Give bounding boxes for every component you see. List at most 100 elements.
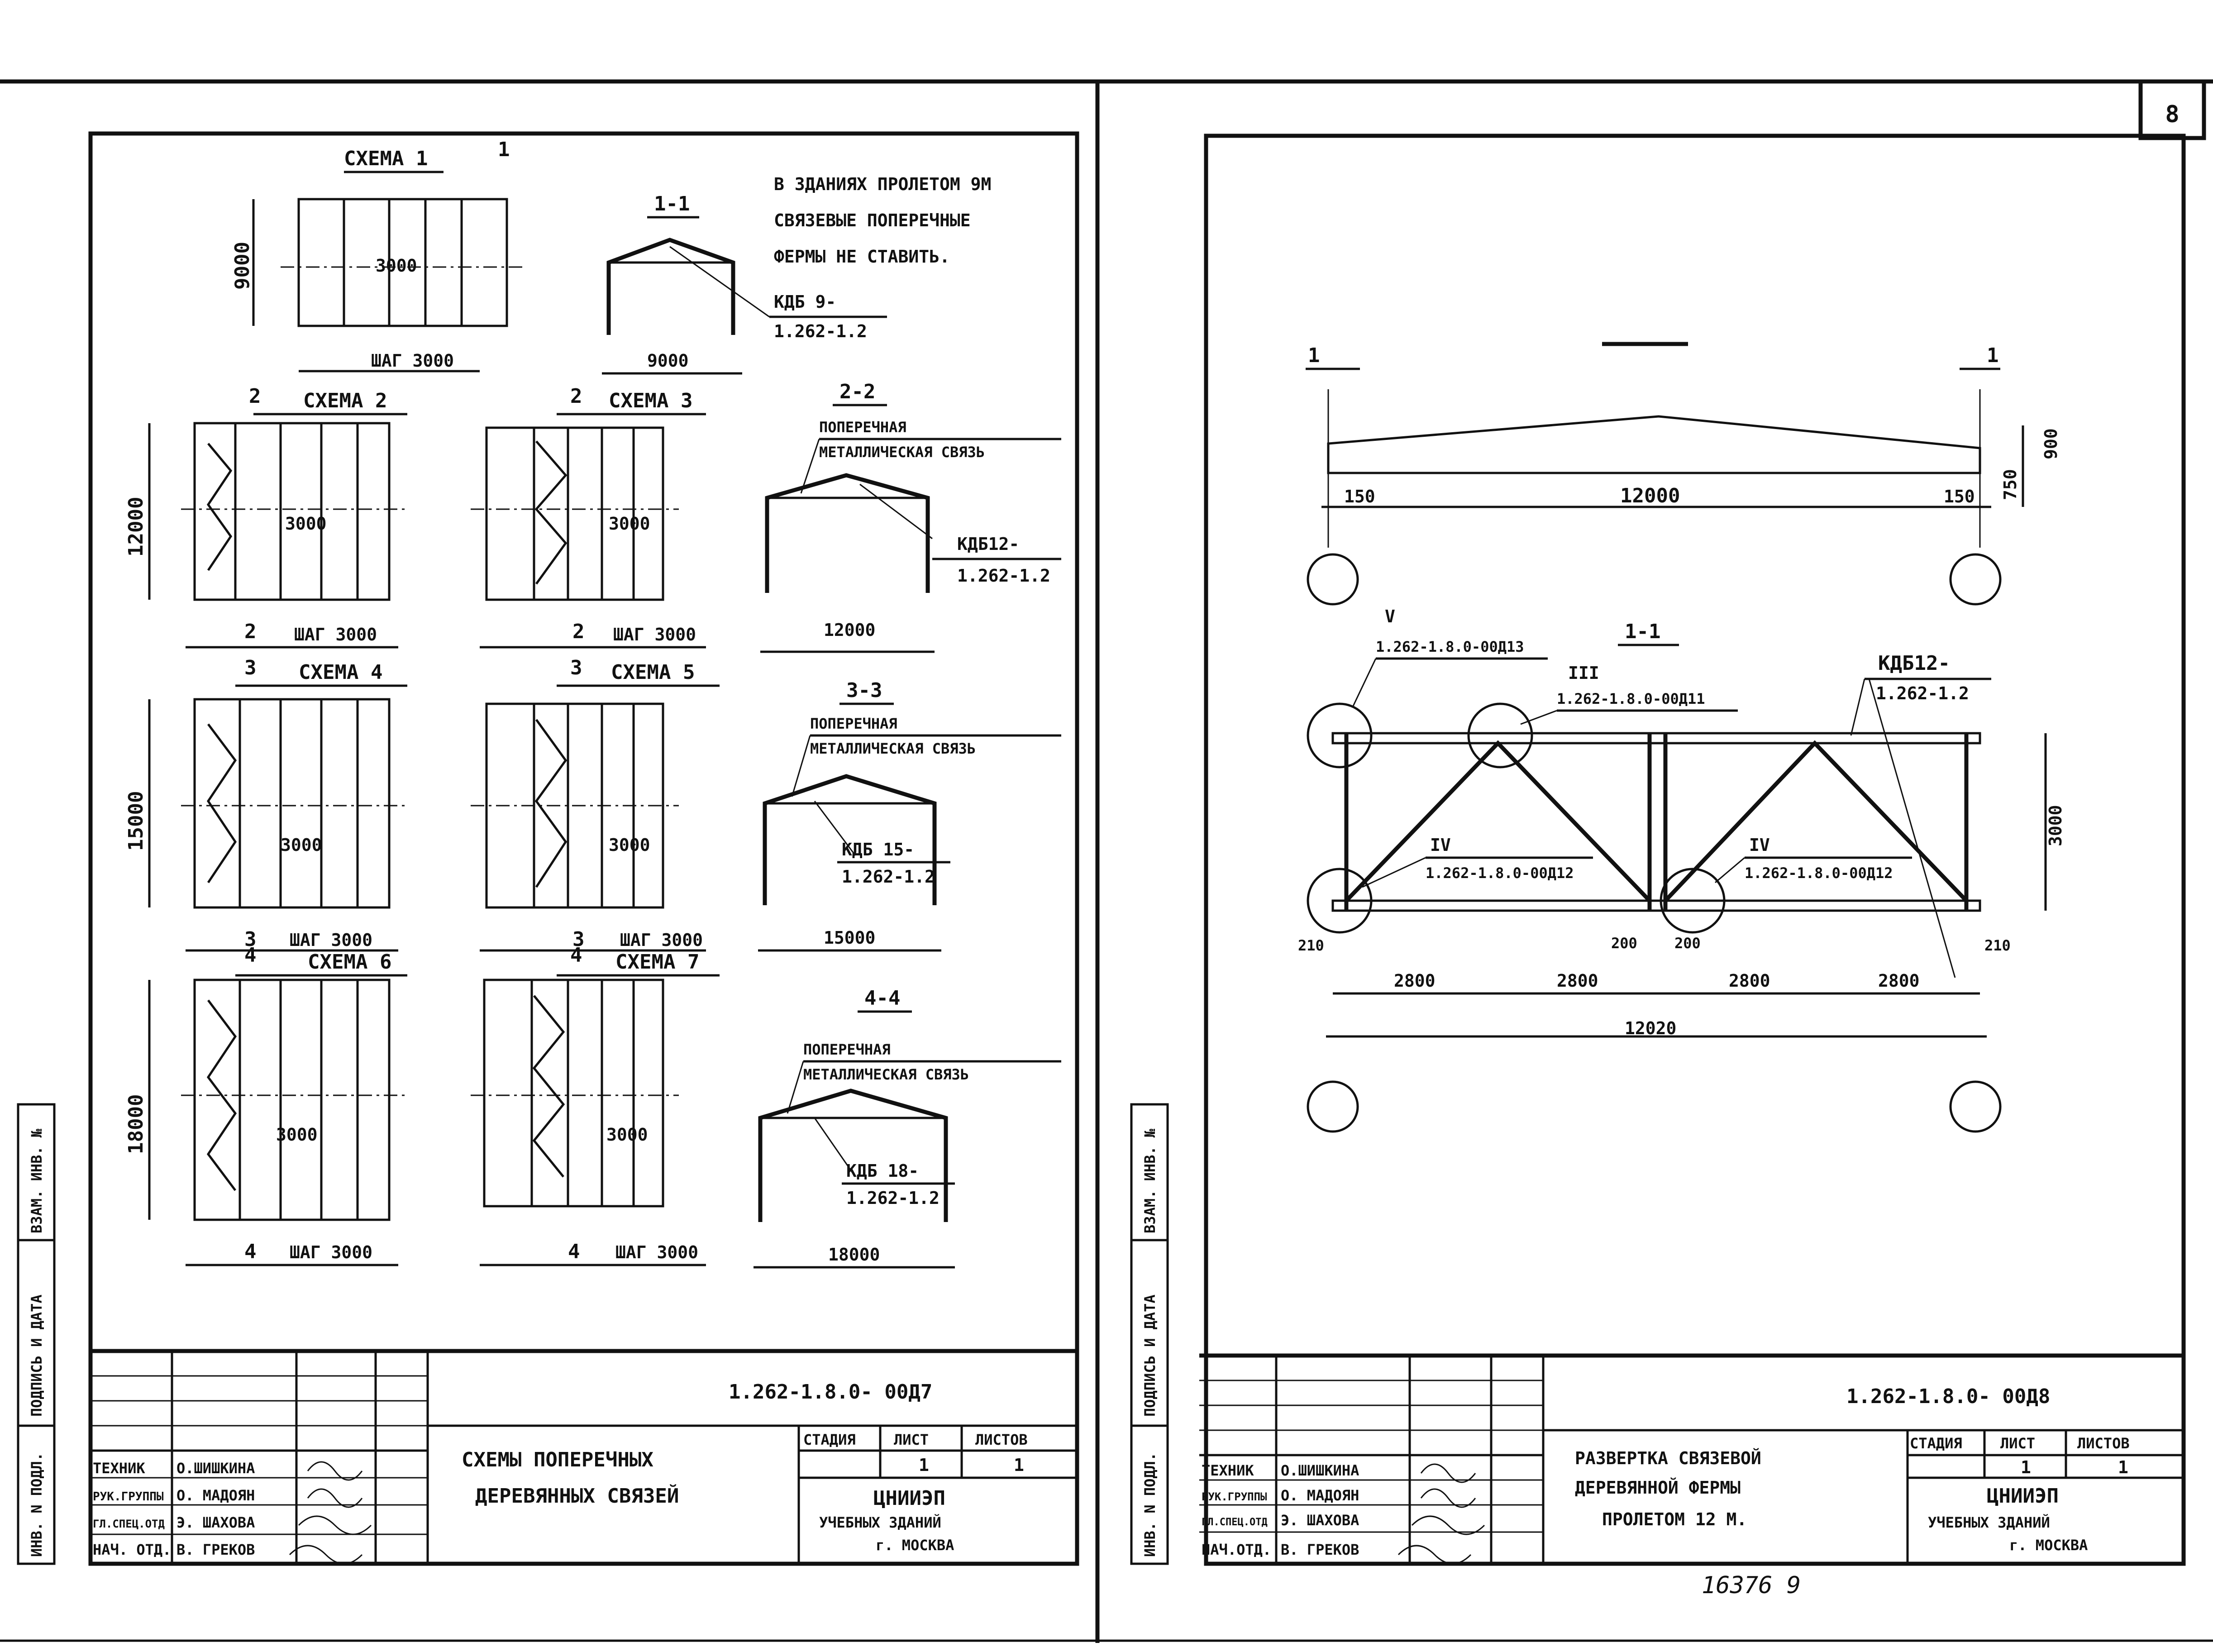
svg-text:1.262-1.8.0- 00Д8: 1.262-1.8.0- 00Д8 <box>1846 1385 2050 1408</box>
truss-elevation: 1 1 150 12000 150 900 750 <box>1306 342 2061 606</box>
svg-text:КДБ 9-: КДБ 9- <box>774 292 836 312</box>
svg-text:РАЗВЕРТКА СВЯЗЕВОЙ: РАЗВЕРТКА СВЯЗЕВОЙ <box>1575 1448 1761 1468</box>
svg-text:РУК.ГРУППЫ: РУК.ГРУППЫ <box>1202 1490 1267 1503</box>
svg-text:4-4: 4-4 <box>864 987 900 1010</box>
note-line-3: ФЕРМЫ НЕ СТАВИТЬ. <box>774 247 950 267</box>
svg-text:ЛИСТ: ЛИСТ <box>2000 1435 2035 1452</box>
svg-text:В. ГРЕКОВ: В. ГРЕКОВ <box>176 1541 255 1558</box>
signatures <box>289 1461 372 1565</box>
title-block-right: 1.262-1.8.0- 00Д8 РАЗВЕРТКА СВЯЗЕВОЙ ДЕР… <box>1199 1353 2184 1565</box>
svg-text:ЛИСТОВ: ЛИСТОВ <box>2077 1435 2130 1452</box>
svg-text:18000: 18000 <box>124 1094 148 1154</box>
svg-text:1.262-1.2: 1.262-1.2 <box>842 867 935 887</box>
section-1-1: 1-1 КДБ 9- 1.262-1.2 9000 <box>602 192 887 375</box>
svg-text:СХЕМА 5: СХЕМА 5 <box>611 661 695 684</box>
step-label: ШАГ 3000 <box>371 351 454 371</box>
svg-text:15000: 15000 <box>124 791 148 851</box>
svg-text:1.262-1.8.0-00Д11: 1.262-1.8.0-00Д11 <box>1557 690 1705 707</box>
svg-text:КДБ 15-: КДБ 15- <box>842 840 914 859</box>
org-name: ЦНИИЭП <box>873 1487 945 1510</box>
right-side-strip <box>1130 1103 1169 1565</box>
svg-text:15000: 15000 <box>824 928 875 948</box>
note-line-2: СВЯЗЕВЫЕ ПОПЕРЕЧНЫЕ <box>774 210 971 230</box>
svg-text:ТЕХНИК: ТЕХНИК <box>93 1460 145 1477</box>
svg-text:ШАГ 3000: ШАГ 3000 <box>290 1242 372 1262</box>
scheme-4: СХЕМА 4 3 3000 15000 ШАГ 3000 3 <box>124 656 407 952</box>
svg-text:200: 200 <box>1611 935 1637 952</box>
svg-text:ВЗАМ. ИНВ. №: ВЗАМ. ИНВ. № <box>1141 1128 1159 1233</box>
svg-text:2800: 2800 <box>1557 971 1598 991</box>
svg-text:12000: 12000 <box>124 497 148 557</box>
svg-text:200: 200 <box>1674 935 1701 952</box>
svg-text:3000: 3000 <box>276 1125 318 1145</box>
svg-text:г. МОСКВА: г. МОСКВА <box>2009 1537 2088 1554</box>
svg-text:1: 1 <box>1308 344 1320 367</box>
note: В ЗДАНИЯХ ПРОЛЕТОМ 9М СВЯЗЕВЫЕ ПОПЕРЕЧНЫ… <box>774 174 991 267</box>
left-sheet: ИНВ. N ПОДЛ. ПОДПИСЬ И ДАТА ВЗАМ. ИНВ. №… <box>17 131 1079 1566</box>
inner-dim: 3000 <box>376 256 417 276</box>
svg-text:О.ШИШКИНА: О.ШИШКИНА <box>176 1460 255 1477</box>
svg-text:3000: 3000 <box>609 835 650 855</box>
svg-text:ПРОЛЕТОМ 12 М.: ПРОЛЕТОМ 12 М. <box>1602 1509 1747 1529</box>
svg-text:4: 4 <box>570 944 582 967</box>
left-side-strip <box>17 1103 56 1565</box>
svg-text:ГЛ.СПЕЦ.ОТД: ГЛ.СПЕЦ.ОТД <box>93 1518 165 1530</box>
scheme-2: СХЕМА 2 2 3000 12000 ШАГ 3000 2 <box>124 385 407 649</box>
svg-text:3: 3 <box>570 656 582 679</box>
svg-text:г. МОСКВА: г. МОСКВА <box>876 1537 954 1554</box>
svg-text:СХЕМА 6: СХЕМА 6 <box>308 950 391 974</box>
svg-text:НАЧ. ОТД.: НАЧ. ОТД. <box>93 1541 171 1558</box>
svg-text:2: 2 <box>244 620 257 643</box>
svg-text:3: 3 <box>244 656 257 679</box>
svg-text:18000: 18000 <box>828 1245 880 1265</box>
scheme-7: СХЕМА 7 4 3000 ШАГ 3000 4 <box>471 944 720 1266</box>
svg-text:ШАГ 3000: ШАГ 3000 <box>620 930 703 950</box>
svg-text:ЛИСТОВ: ЛИСТОВ <box>975 1431 1028 1448</box>
svg-text:1-1: 1-1 <box>1625 620 1660 643</box>
scheme-1: СХЕМА 1 1 3000 9000 ШАГ 3000 <box>231 138 525 372</box>
right-sheet: ИНВ. N ПОДЛ. ПОДПИСЬ И ДАТА ВЗАМ. ИНВ. №… <box>1130 134 2186 1599</box>
svg-text:МЕТАЛЛИЧЕСКАЯ СВЯЗЬ: МЕТАЛЛИЧЕСКАЯ СВЯЗЬ <box>819 444 985 461</box>
svg-text:1: 1 <box>2118 1457 2128 1477</box>
svg-text:1.262-1.2: 1.262-1.2 <box>774 321 867 341</box>
svg-text:210: 210 <box>1298 937 1324 954</box>
total-dim: 12020 <box>1625 1018 1676 1038</box>
svg-text:150: 150 <box>1944 487 1975 506</box>
scheme-5: СХЕМА 5 3 3000 ШАГ 3000 3 <box>471 656 720 952</box>
section-4-4: 4-4 ПОПЕРЕЧНАЯ МЕТАЛЛИЧЕСКАЯ СВЯЗЬ КДБ 1… <box>754 987 1061 1269</box>
svg-text:1: 1 <box>919 1455 929 1475</box>
signatures <box>1397 1463 1485 1565</box>
svg-text:ТЕХНИК: ТЕХНИК <box>1202 1462 1254 1479</box>
note-line-1: В ЗДАНИЯХ ПРОЛЕТОМ 9М <box>774 174 991 194</box>
svg-text:2: 2 <box>570 385 582 408</box>
right-frame <box>1204 134 2186 1566</box>
svg-text:О.ШИШКИНА: О.ШИШКИНА <box>1281 1462 1359 1479</box>
side-label-sign: ПОДПИСЬ И ДАТА <box>28 1294 45 1417</box>
svg-text:1.262-1.2: 1.262-1.2 <box>846 1188 940 1208</box>
svg-text:3000: 3000 <box>2046 805 2065 846</box>
svg-text:4: 4 <box>244 944 257 967</box>
svg-text:210: 210 <box>1984 937 2011 954</box>
svg-text:1: 1 <box>1987 344 1999 367</box>
svg-text:2800: 2800 <box>1729 971 1770 991</box>
svg-text:1.262-1.8.0-00Д12: 1.262-1.8.0-00Д12 <box>1745 864 1893 882</box>
scheme-3: СХЕМА 3 2 3000 ШАГ 3000 2 <box>471 385 706 649</box>
svg-text:ШАГ 3000: ШАГ 3000 <box>613 625 696 645</box>
svg-text:Э. ШАХОВА: Э. ШАХОВА <box>176 1514 255 1531</box>
left-frame <box>88 131 1079 1566</box>
svg-text:ШАГ 3000: ШАГ 3000 <box>615 1242 698 1262</box>
svg-text:2800: 2800 <box>1394 971 1436 991</box>
svg-text:3000: 3000 <box>606 1125 648 1145</box>
page-number-box <box>2138 79 2206 140</box>
scheme-title: СХЕМА 1 <box>344 147 428 170</box>
stamp-title-1: СХЕМЫ ПОПЕРЕЧНЫХ <box>462 1448 653 1471</box>
svg-text:1.262-1.8.0-00Д12: 1.262-1.8.0-00Д12 <box>1426 864 1574 882</box>
svg-text:Э. ШАХОВА: Э. ШАХОВА <box>1281 1512 1359 1529</box>
svg-text:ДЕРЕВЯННОЙ ФЕРМЫ: ДЕРЕВЯННОЙ ФЕРМЫ <box>1575 1478 1741 1498</box>
side-label-inv: ИНВ. N ПОДЛ. <box>28 1452 45 1557</box>
svg-text:III: III <box>1568 663 1599 683</box>
svg-text:СХЕМА 3: СХЕМА 3 <box>609 389 692 412</box>
svg-text:РУК.ГРУППЫ: РУК.ГРУППЫ <box>93 1490 164 1504</box>
svg-text:МЕТАЛЛИЧЕСКАЯ СВЯЗЬ: МЕТАЛЛИЧЕСКАЯ СВЯЗЬ <box>810 740 976 757</box>
svg-text:О. МАДОЯН: О. МАДОЯН <box>1281 1487 1359 1504</box>
